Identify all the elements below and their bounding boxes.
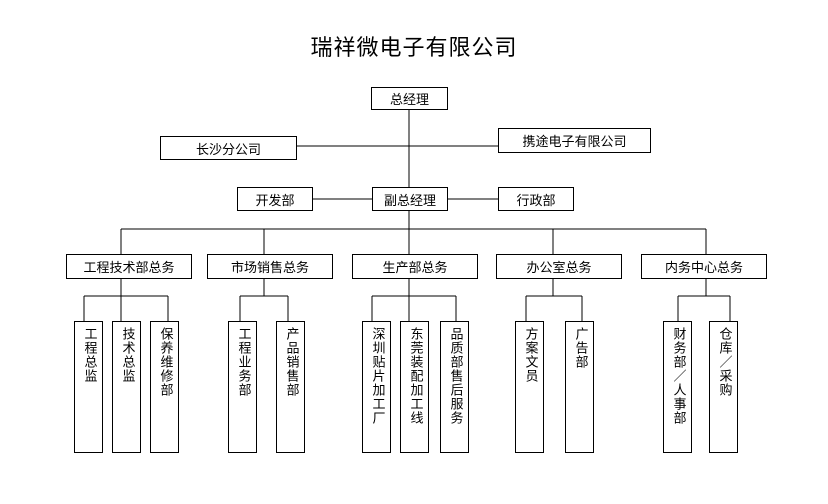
director-box-engineering: 工程技术部总务 [66, 254, 192, 279]
general-manager-box: 总经理 [371, 87, 448, 110]
director-box-production: 生产部总务 [352, 254, 478, 279]
director-box-marketing: 市场销售总务 [207, 254, 333, 279]
unit-box-maintenance-dept: 保养维修部 [150, 321, 179, 453]
unit-box-planning-clerk: 方案文员 [515, 321, 544, 453]
unit-box-quality-service: 品质部售后服务 [440, 321, 469, 453]
changsha-branch-box: 长沙分公司 [160, 136, 297, 160]
development-dept-box: 开发部 [237, 187, 313, 211]
unit-box-shenzhen-smt: 深圳贴片加工厂 [362, 321, 391, 453]
unit-box-advertising: 广告部 [565, 321, 594, 453]
administration-dept-box: 行政部 [498, 187, 574, 211]
xietu-company-box: 携途电子有限公司 [498, 128, 651, 153]
unit-box-finance-hr: 财务部／人事部 [663, 321, 692, 453]
company-title: 瑞祥微电子有限公司 [310, 36, 518, 61]
unit-box-engineering-business: 工程业务部 [228, 321, 257, 453]
unit-box-dongguan-assembly: 东莞装配加工线 [400, 321, 429, 453]
unit-box-warehouse-purchasing: 仓库／采购 [709, 321, 738, 453]
unit-box-engineering-director: 工程总监 [74, 321, 103, 453]
unit-box-product-sales: 产品销售部 [276, 321, 305, 453]
unit-box-technical-director: 技术总监 [112, 321, 141, 453]
director-box-office: 办公室总务 [496, 254, 622, 279]
director-box-internal: 内务中心总务 [641, 254, 767, 279]
deputy-manager-box: 副总经理 [372, 187, 448, 211]
